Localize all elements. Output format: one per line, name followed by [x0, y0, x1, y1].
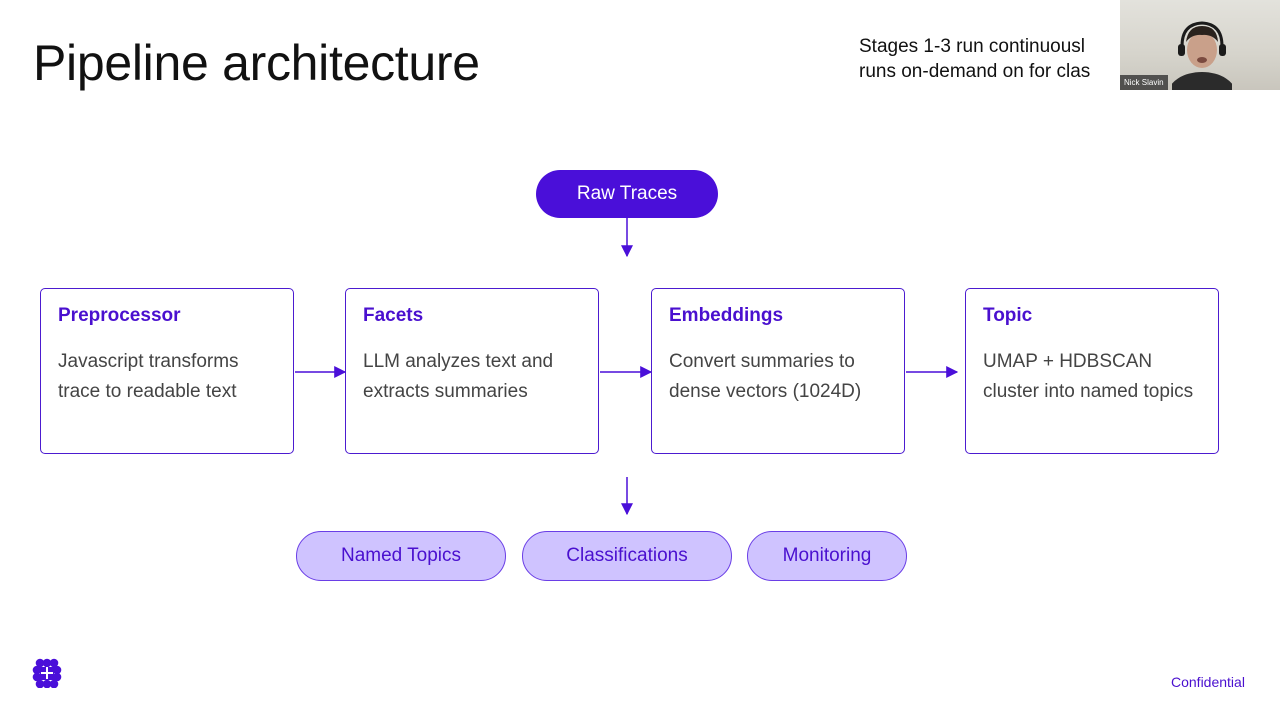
output-named-topics: Named Topics: [296, 531, 506, 581]
output-classifications: Classifications: [522, 531, 732, 581]
note-line-1: Stages 1-3 run continuousl: [859, 36, 1086, 57]
confidential-label: Confidential: [1171, 674, 1245, 690]
stage-title: Preprocessor: [58, 305, 181, 326]
slide-title: Pipeline architecture: [33, 35, 480, 91]
stage-title: Facets: [363, 305, 424, 326]
stage-description: Convert summaries to dense vectors (1024…: [669, 351, 862, 402]
speaker-note-text: Stages 1-3 run continuousl runs on-deman…: [859, 34, 1121, 84]
webcam-video-tile[interactable]: Nick Slavin: [1120, 0, 1280, 90]
stage-card-preprocessor: Preprocessor Javascript transforms trace…: [40, 288, 294, 454]
stage-title: Topic: [983, 305, 1033, 326]
company-logo-icon: [32, 658, 62, 688]
participant-name-label: Nick Slavin: [1120, 75, 1168, 90]
raw-traces-node: Raw Traces: [536, 170, 718, 218]
stage-description: LLM analyzes text and extracts summaries: [363, 351, 554, 402]
stage-card-embeddings: Embeddings Convert summaries to dense ve…: [651, 288, 905, 454]
stage-description: UMAP + HDBSCAN cluster into named topics: [983, 351, 1194, 402]
stage-description: Javascript transforms trace to readable …: [58, 351, 239, 402]
output-monitoring: Monitoring: [747, 531, 907, 581]
note-line-2: runs on-demand on for clas: [859, 61, 1091, 82]
stage-title: Embeddings: [669, 305, 784, 326]
participant-video-icon: [1172, 21, 1232, 90]
stage-card-topic: Topic UMAP + HDBSCAN cluster into named …: [965, 288, 1219, 454]
stage-card-facets: Facets LLM analyzes text and extracts su…: [345, 288, 599, 454]
